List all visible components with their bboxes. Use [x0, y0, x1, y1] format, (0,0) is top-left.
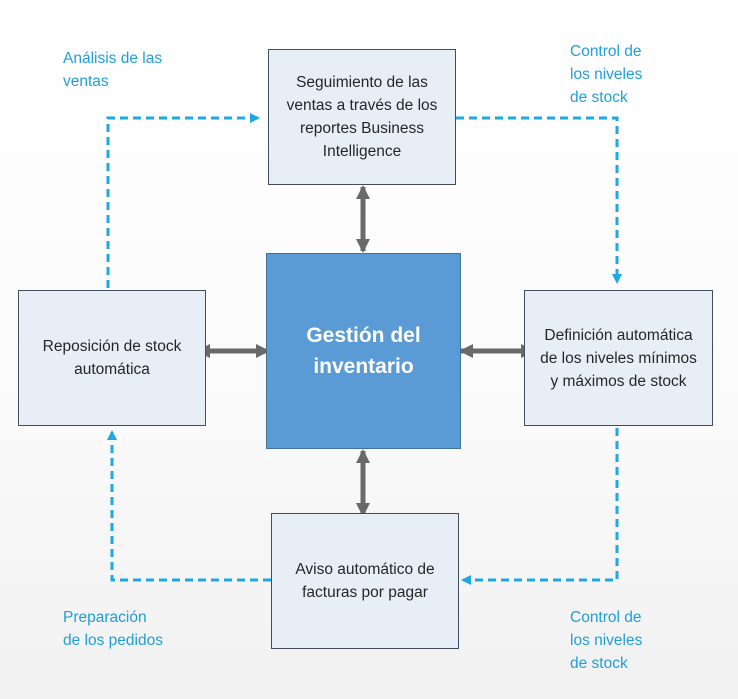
box-inventory-management-text: Gestión del inventario — [306, 324, 421, 378]
label-stock-control-bottom: Control de los niveles de stock — [570, 609, 643, 672]
dashed-arrow-top-to-right — [456, 116, 622, 284]
box-stock-levels-definition-text: Definición automática de los niveles mín… — [540, 326, 697, 390]
label-order-preparation: Preparación de los pedidos — [63, 609, 163, 649]
label-sales-analysis: Análisis de las ventas — [63, 50, 163, 90]
box-stock-levels-definition: Definición automática de los niveles mín… — [524, 290, 713, 426]
box-inventory-management: Gestión del inventario — [266, 253, 461, 449]
box-stock-replenishment-text: Reposición de stock automática — [42, 338, 182, 378]
box-stock-replenishment: Reposición de stock automática — [18, 290, 206, 426]
box-invoice-notice-text: Aviso automático de facturas por pagar — [295, 561, 435, 601]
label-stock-control-top: Control de los niveles de stock — [570, 43, 643, 106]
box-sales-tracking: Seguimiento de las ventas a través de lo… — [268, 49, 456, 185]
dashed-arrow-right-to-bottom — [461, 428, 619, 585]
dashed-arrow-left-to-top — [106, 113, 260, 288]
dashed-arrow-bottom-to-left — [107, 430, 271, 582]
box-invoice-notice: Aviso automático de facturas por pagar — [271, 513, 459, 649]
box-sales-tracking-text: Seguimiento de las ventas a través de lo… — [286, 74, 438, 160]
